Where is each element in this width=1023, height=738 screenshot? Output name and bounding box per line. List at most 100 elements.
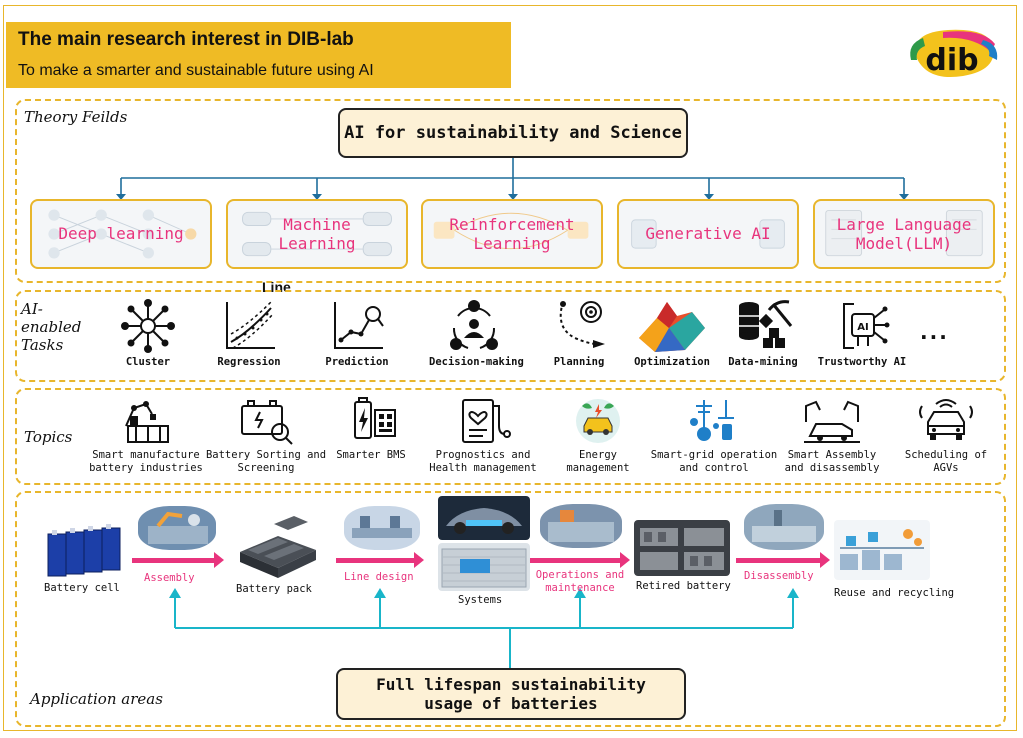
header-banner: The main research interest in DIB-lab To… [6, 22, 511, 88]
field-label-deep-learning: Deep learning [58, 224, 184, 244]
battery-magnifier-icon [241, 400, 293, 445]
ml-diagram-icon [242, 211, 392, 257]
recycling-image [834, 520, 930, 580]
field-label-generative-ai: Generative AI [645, 224, 771, 244]
battery-cell-image [44, 524, 128, 580]
task-label: Optimization [634, 356, 710, 368]
process-label: Line design [344, 571, 414, 583]
decision-making-icon [450, 300, 498, 350]
task-label: Decision-making [429, 356, 524, 368]
process-label: Operations and maintenance [535, 569, 625, 594]
tasks-section [15, 290, 1006, 382]
energy-car-icon [576, 399, 620, 443]
topic-agv-scheduling: Scheduling of AGVs [898, 396, 994, 475]
theory-label: Theory Feilds [24, 108, 128, 126]
field-label-machine-learning: Machine Learning [278, 214, 356, 253]
task-data-mining: Data-mining [718, 298, 808, 368]
stage-label: Battery pack [236, 583, 312, 595]
dib-logo: dib [903, 26, 1003, 86]
factory-robot-icon [125, 401, 169, 443]
stage-label: Battery cell [44, 582, 120, 594]
application-center-box: Full lifespan sustainability usage of ba… [336, 668, 686, 720]
svg-text:AI: AI [857, 322, 868, 333]
optimization-surface-icon [639, 302, 705, 352]
battery-pack-image [234, 514, 320, 582]
retired-battery-image [634, 520, 730, 576]
header-title: The main research interest in DIB-lab [18, 29, 354, 50]
topic-smart-grid: Smart-grid operation and control [646, 396, 782, 475]
topic-label: Smart manufacture battery industries [89, 449, 203, 475]
task-label: Data-mining [728, 356, 798, 368]
topic-label: Smarter BMS [336, 449, 406, 461]
task-regression: Regression [204, 298, 294, 368]
task-trustworthy-ai: AI Trustworthy AI [812, 298, 912, 368]
data-mining-icon [739, 300, 793, 348]
neural-net-icon [48, 209, 197, 259]
theory-box-deep-learning: Deep learning [30, 199, 212, 269]
planning-icon [559, 301, 605, 348]
theory-center-box: AI for sustainability and Science [338, 108, 688, 158]
bms-icon [354, 397, 396, 439]
theory-box-machine-learning: Machine Learning [226, 199, 408, 269]
car-assembly-icon [804, 400, 860, 443]
task-label: Trustworthy AI [817, 356, 907, 368]
energy-storage-image [438, 543, 530, 591]
stage-label: Reuse and recycling [834, 587, 955, 599]
task-label: Regression [217, 356, 281, 368]
theory-section [15, 99, 1006, 283]
agv-car-icon [919, 399, 973, 440]
header-subtitle: To make a smarter and sustainable future… [18, 62, 374, 79]
topic-smarter-bms: Smarter BMS [326, 396, 416, 462]
stage-label: Systems [458, 594, 503, 606]
topic-label: Energy management [566, 449, 630, 475]
trustworthy-ai-chip-icon: AI [843, 303, 890, 349]
task-planning: Planning [534, 298, 624, 368]
health-clipboard-icon [462, 399, 511, 443]
outer-frame [3, 5, 1017, 731]
topic-battery-sorting: Battery Sorting and Screening [204, 396, 328, 475]
field-label-reinforcement-learning: Reinforcement Learning [449, 214, 575, 253]
process-label: Disassembly [744, 570, 814, 582]
process-label: Assembly [144, 572, 195, 584]
field-label-llm: Large Language Model(LLM) [836, 214, 972, 253]
topic-label: Smart-grid operation and control [650, 449, 778, 475]
topic-label: Battery Sorting and Screening [205, 449, 327, 475]
llm-icon [825, 209, 983, 257]
theory-box-llm: Large Language Model(LLM) [813, 199, 995, 269]
rl-loop-icon [433, 212, 589, 250]
regression-icon [226, 301, 275, 349]
task-cluster: Cluster [103, 298, 193, 368]
assembly-robot-image [138, 506, 216, 550]
task-label: Prediction [325, 356, 389, 368]
topic-smart-manufacture: Smart manufacture battery industries [86, 396, 206, 475]
operations-image [540, 504, 622, 548]
ev-chassis-image [438, 496, 530, 540]
topic-label: Smart Assembly and disassembly [784, 449, 880, 475]
prediction-icon [334, 302, 384, 349]
topic-phm: Prognostics and Health management [420, 396, 546, 475]
application-label: Application areas [30, 690, 163, 708]
more-ellipsis: ... [920, 320, 949, 344]
topic-smart-assembly: Smart Assembly and disassembly [780, 396, 884, 475]
task-label: Planning [553, 356, 605, 368]
topics-section [15, 388, 1006, 485]
generative-ai-icon [631, 219, 785, 249]
logo-text: dib [925, 43, 978, 78]
topic-energy-management: Energy management [556, 396, 640, 475]
task-prediction: Prediction [312, 298, 402, 368]
disassembly-image [744, 504, 824, 550]
topics-label: Topics [24, 428, 73, 446]
tasks-label: AI-enabled Tasks [21, 300, 82, 354]
theory-box-reinforcement-learning: Reinforcement Learning [421, 199, 603, 269]
application-section [15, 491, 1006, 727]
theory-box-generative-ai: Generative AI [617, 199, 799, 269]
topic-label: Prognostics and Health management [429, 449, 537, 475]
task-optimization: Optimization [627, 298, 717, 368]
line-design-image [344, 506, 420, 550]
task-decision-making: Decision-making [429, 298, 524, 368]
cluster-icon [121, 299, 175, 353]
topic-label: Scheduling of AGVs [904, 449, 988, 475]
smart-grid-icon [690, 400, 734, 441]
